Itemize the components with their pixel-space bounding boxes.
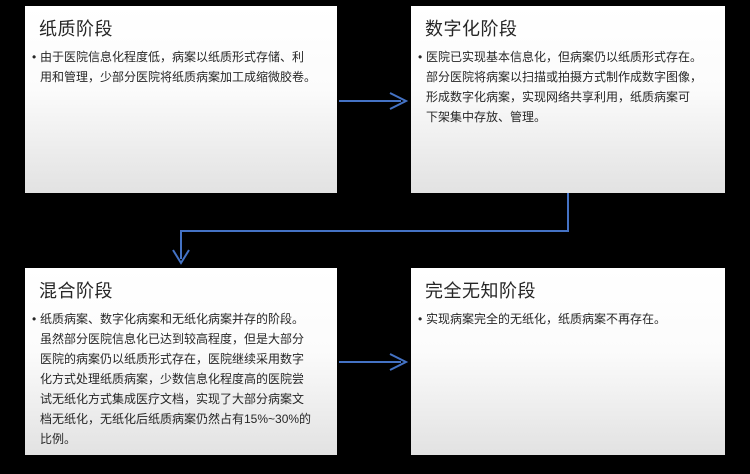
arrow-hybrid-to-paperless-icon bbox=[339, 353, 409, 371]
stage-body-list: 纸质病案、数字化病案和无纸化病案并存的阶段。 虽然部分医院信息化已达到较高程度，… bbox=[25, 309, 337, 449]
stage-title-paper: 纸质阶段 bbox=[39, 19, 113, 39]
stage-box-paperless: 完全无知阶段 实现病案完全的无纸化，纸质病案不再存在。 bbox=[411, 268, 725, 455]
stage-body-paperless: 实现病案完全的无纸化，纸质病案不再存在。 bbox=[418, 309, 723, 329]
stage-body-digital: 医院已实现基本信息化，但病案仍以纸质形式存在。 部分医院将病案以扫描或拍摄方式制… bbox=[418, 47, 723, 127]
stage-title-paperless: 完全无知阶段 bbox=[425, 281, 536, 301]
stage-body-list: 由于医院信息化程度低，病案以纸质形式存储、利 用和管理，少部分医院将纸质病案加工… bbox=[25, 47, 337, 87]
stage-title-digital: 数字化阶段 bbox=[425, 19, 518, 39]
stage-box-hybrid: 混合阶段 纸质病案、数字化病案和无纸化病案并存的阶段。 虽然部分医院信息化已达到… bbox=[25, 268, 337, 455]
stage-title-hybrid: 混合阶段 bbox=[39, 281, 113, 301]
stage-body-list: 医院已实现基本信息化，但病案仍以纸质形式存在。 部分医院将病案以扫描或拍摄方式制… bbox=[411, 47, 725, 127]
arrow-digital-to-hybrid-icon bbox=[172, 193, 569, 265]
stage-box-paper: 纸质阶段 由于医院信息化程度低，病案以纸质形式存储、利 用和管理，少部分医院将纸… bbox=[25, 6, 337, 193]
stage-body-list: 实现病案完全的无纸化，纸质病案不再存在。 bbox=[411, 309, 725, 329]
stage-body-paper: 由于医院信息化程度低，病案以纸质形式存储、利 用和管理，少部分医院将纸质病案加工… bbox=[32, 47, 335, 87]
arrow-paper-to-digital-icon bbox=[339, 92, 409, 110]
stage-box-digital: 数字化阶段 医院已实现基本信息化，但病案仍以纸质形式存在。 部分医院将病案以扫描… bbox=[411, 6, 725, 193]
stage-body-hybrid: 纸质病案、数字化病案和无纸化病案并存的阶段。 虽然部分医院信息化已达到较高程度，… bbox=[32, 309, 335, 449]
